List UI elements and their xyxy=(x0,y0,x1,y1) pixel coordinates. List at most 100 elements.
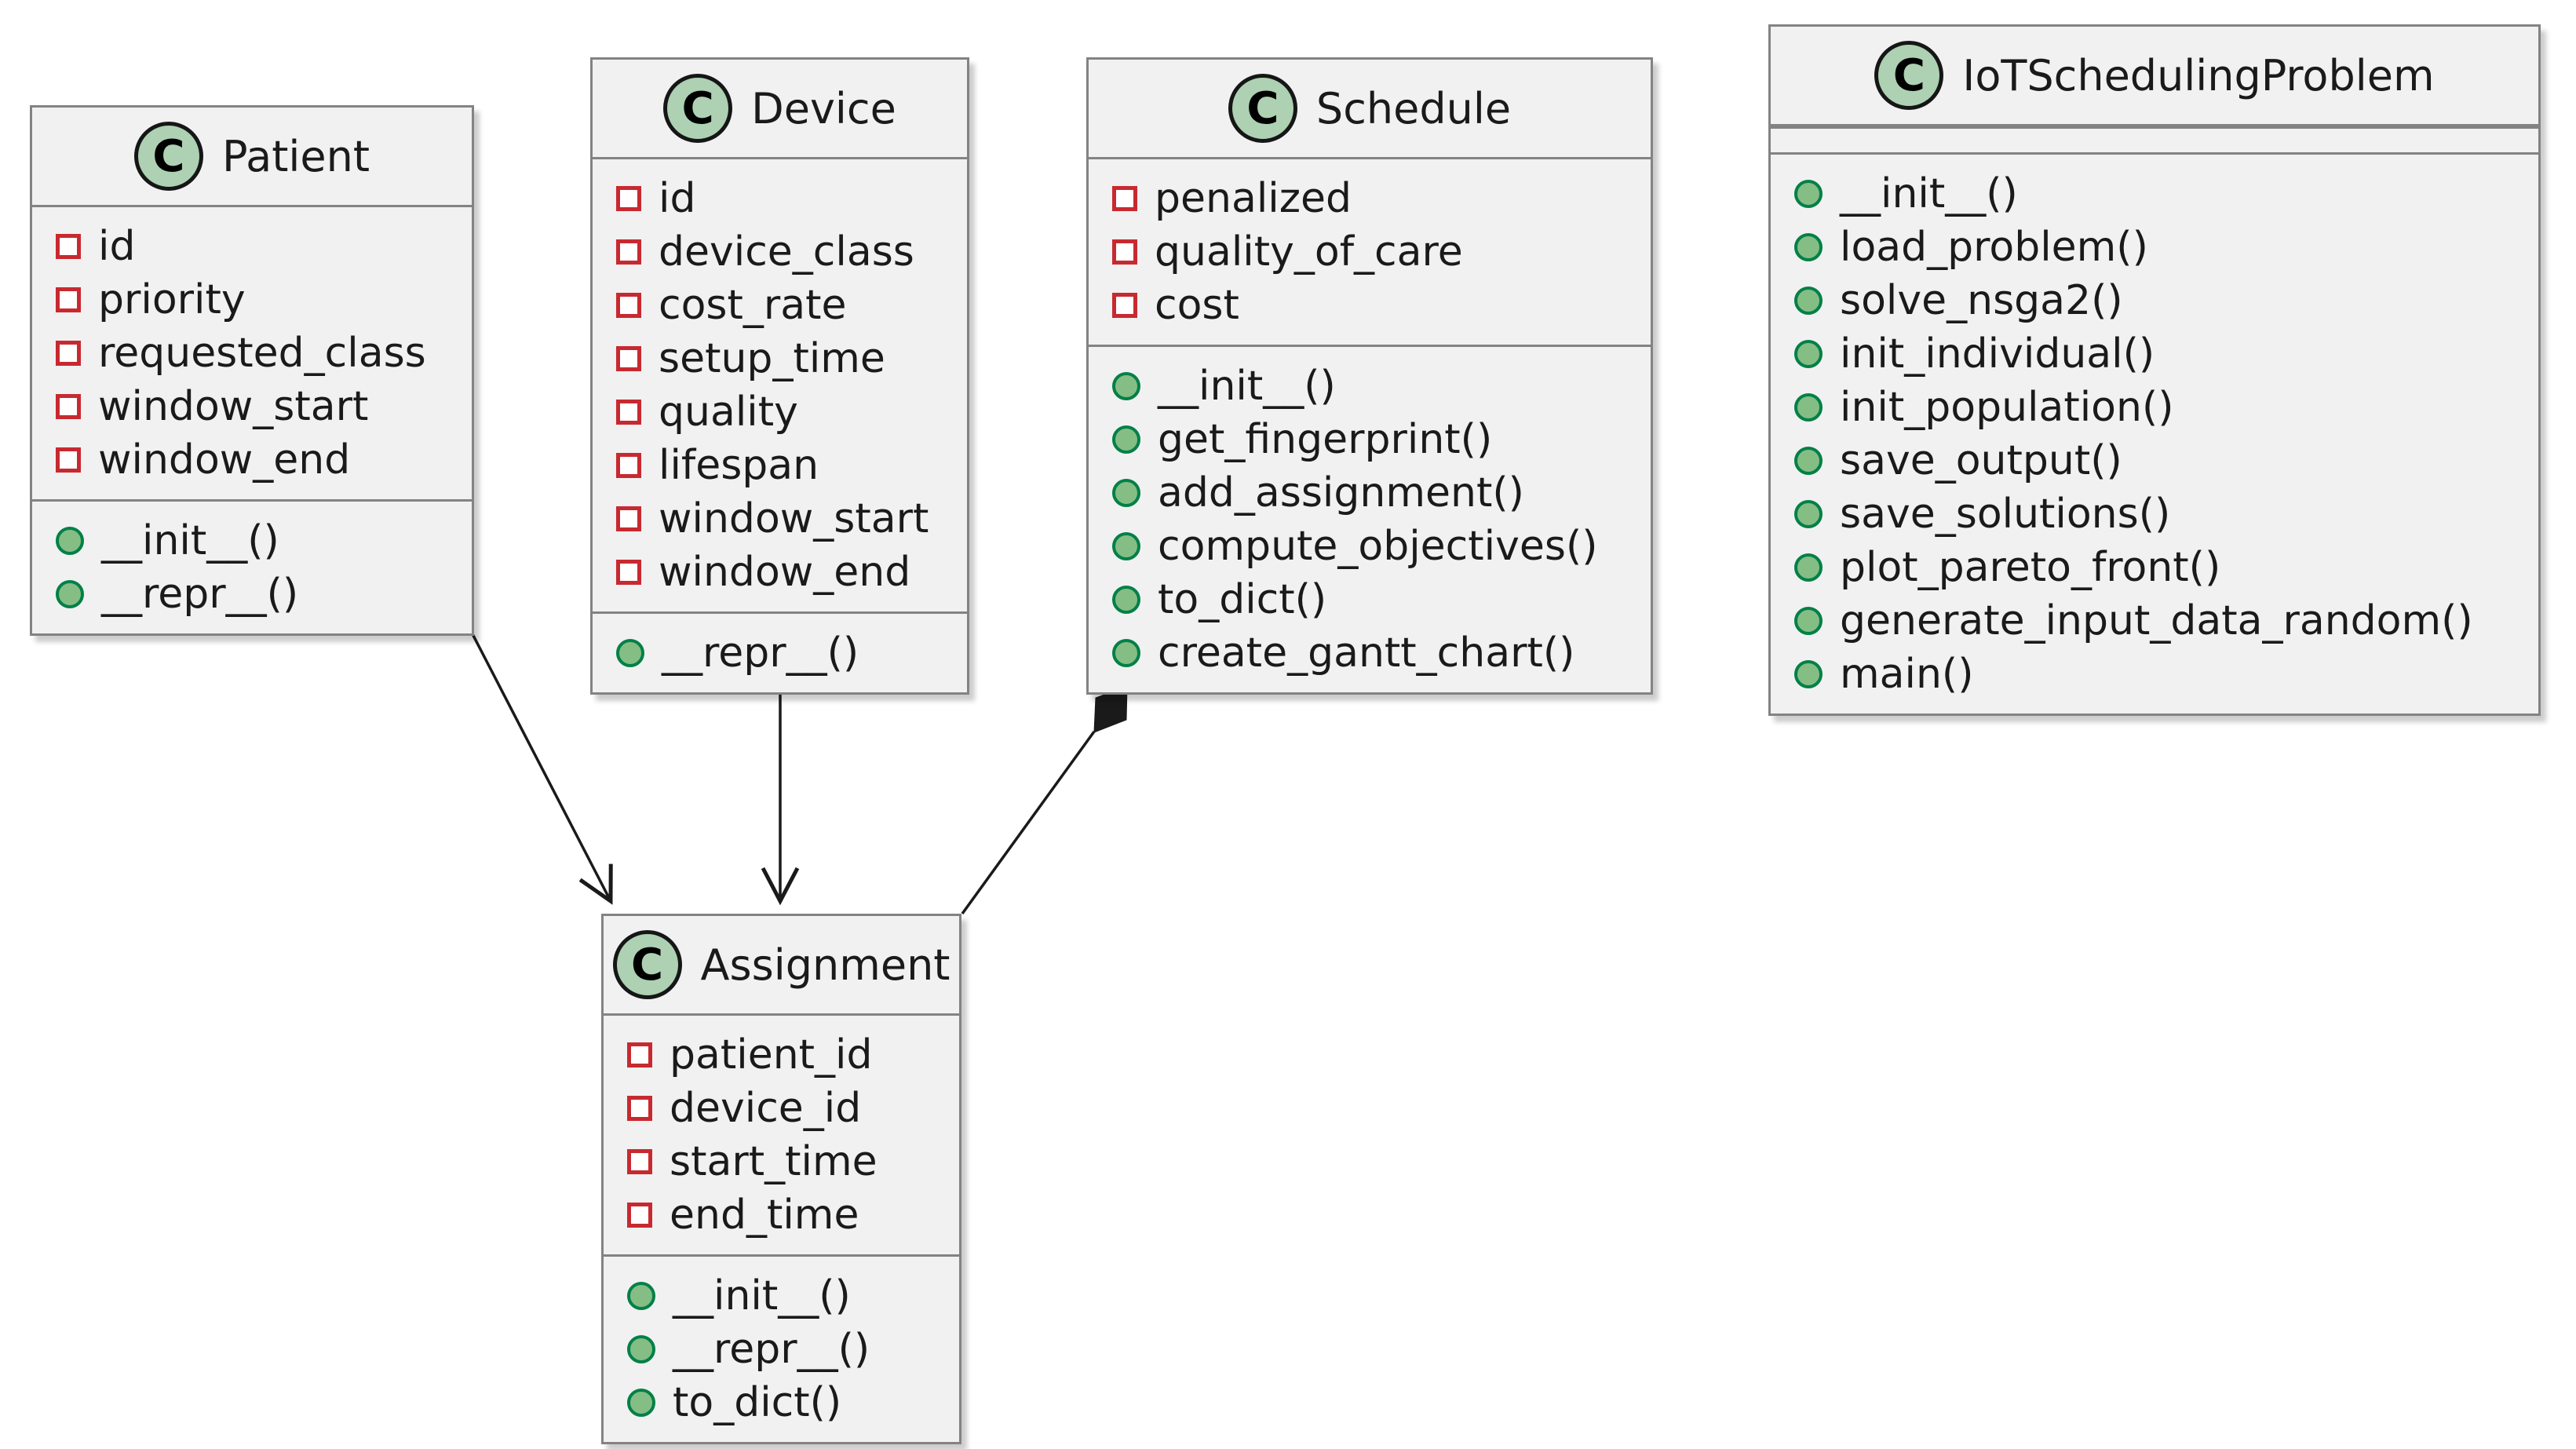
method-row: init_population() xyxy=(1794,381,2515,434)
method-icon xyxy=(56,527,84,555)
class-box-patient: C Patient id priority requested_class wi… xyxy=(30,105,474,636)
method-row: __init__() xyxy=(627,1269,936,1323)
attribute-row: quality xyxy=(616,385,943,439)
field-icon xyxy=(616,239,641,265)
attribute-name: end_time xyxy=(670,1192,859,1239)
methods-section: __init__() get_fingerprint() add_assignm… xyxy=(1089,345,1651,692)
attribute-row: cost xyxy=(1112,279,1627,332)
method-icon xyxy=(1794,660,1823,688)
attribute-row: id xyxy=(56,220,448,273)
relation-assignment-to-schedule xyxy=(961,730,1096,915)
attribute-row: requested_class xyxy=(56,327,448,380)
method-icon xyxy=(1794,607,1823,635)
method-icon xyxy=(1112,586,1140,614)
field-icon xyxy=(627,1096,652,1121)
attribute-name: cost xyxy=(1155,282,1239,329)
attribute-name: requested_class xyxy=(98,330,426,377)
method-name: load_problem() xyxy=(1840,224,2148,271)
attribute-row: quality_of_care xyxy=(1112,225,1627,279)
class-badge-icon: C xyxy=(1228,74,1297,143)
field-icon xyxy=(56,234,81,259)
field-icon xyxy=(56,394,81,419)
method-icon xyxy=(1794,233,1823,261)
method-icon xyxy=(1112,479,1140,507)
field-icon xyxy=(1112,186,1137,211)
method-name: __init__() xyxy=(101,517,279,564)
field-icon xyxy=(616,506,641,531)
field-icon xyxy=(56,287,81,312)
attribute-row: window_end xyxy=(56,433,448,487)
attribute-name: id xyxy=(659,175,696,222)
class-header: C Assignment xyxy=(604,916,959,1016)
method-row: solve_nsga2() xyxy=(1794,274,2515,327)
attribute-row: window_start xyxy=(616,492,943,546)
attribute-row: priority xyxy=(56,273,448,327)
attribute-row: end_time xyxy=(627,1188,936,1242)
attributes-section: id device_class cost_rate setup_time qua… xyxy=(593,159,967,611)
class-box-schedule: C Schedule penalized quality_of_care cos… xyxy=(1086,57,1653,695)
method-icon xyxy=(616,639,644,667)
method-name: save_solutions() xyxy=(1840,491,2171,538)
method-row: __repr__() xyxy=(616,626,943,680)
attributes-section: penalized quality_of_care cost xyxy=(1089,159,1651,345)
method-icon xyxy=(627,1335,655,1363)
attribute-row: window_start xyxy=(56,380,448,433)
method-row: to_dict() xyxy=(627,1376,936,1429)
class-title: IoTSchedulingProblem xyxy=(1962,50,2435,100)
field-icon xyxy=(627,1149,652,1174)
attribute-name: priority xyxy=(98,276,246,323)
method-row: plot_pareto_front() xyxy=(1794,541,2515,594)
methods-section: __init__() __repr__() xyxy=(32,499,472,633)
method-name: __repr__() xyxy=(101,571,299,618)
class-header: C IoTSchedulingProblem xyxy=(1771,27,2538,126)
method-row: generate_input_data_random() xyxy=(1794,594,2515,648)
attribute-row: penalized xyxy=(1112,172,1627,225)
methods-section: __init__() load_problem() solve_nsga2() … xyxy=(1771,152,2538,714)
attribute-row: device_class xyxy=(616,225,943,279)
field-icon xyxy=(1112,293,1137,318)
attribute-name: window_start xyxy=(659,495,929,542)
field-icon xyxy=(1112,239,1137,265)
attribute-name: patient_id xyxy=(670,1031,873,1079)
method-icon xyxy=(1794,500,1823,528)
method-name: __repr__() xyxy=(673,1326,870,1373)
attributes-section: patient_id device_id start_time end_time xyxy=(604,1016,959,1254)
class-box-iotschedulingproblem: C IoTSchedulingProblem __init__() load_p… xyxy=(1768,24,2541,716)
attribute-row: id xyxy=(616,172,943,225)
method-icon xyxy=(1794,393,1823,422)
class-title: Device xyxy=(751,83,896,133)
method-name: to_dict() xyxy=(673,1379,842,1426)
method-name: get_fingerprint() xyxy=(1158,416,1493,463)
method-icon xyxy=(1112,639,1140,667)
method-row: __repr__() xyxy=(56,568,448,621)
attribute-name: id xyxy=(98,223,136,270)
method-name: __repr__() xyxy=(662,630,859,677)
method-name: generate_input_data_random() xyxy=(1840,597,2473,644)
field-icon xyxy=(616,453,641,478)
class-header: C Patient xyxy=(32,108,472,207)
attributes-section-empty xyxy=(1771,126,2538,152)
attribute-name: device_class xyxy=(659,228,914,276)
field-icon xyxy=(56,341,81,366)
method-row: to_dict() xyxy=(1112,573,1627,626)
attribute-row: cost_rate xyxy=(616,279,943,332)
method-name: plot_pareto_front() xyxy=(1840,544,2221,591)
field-icon xyxy=(627,1042,652,1068)
class-title: Schedule xyxy=(1315,83,1512,133)
method-name: main() xyxy=(1840,651,1974,698)
method-row: __repr__() xyxy=(627,1323,936,1376)
field-icon xyxy=(616,186,641,211)
method-name: solve_nsga2() xyxy=(1840,277,2123,324)
method-icon xyxy=(1794,180,1823,208)
method-name: compute_objectives() xyxy=(1158,523,1598,570)
method-icon xyxy=(1794,447,1823,475)
attribute-name: window_end xyxy=(98,436,351,484)
method-name: __init__() xyxy=(673,1272,851,1319)
attribute-row: device_id xyxy=(627,1082,936,1135)
attribute-name: quality xyxy=(659,389,798,436)
attribute-name: window_start xyxy=(98,383,369,430)
method-row: save_output() xyxy=(1794,434,2515,487)
method-icon xyxy=(1112,532,1140,560)
method-icon xyxy=(1112,372,1140,400)
method-row: init_individual() xyxy=(1794,327,2515,381)
